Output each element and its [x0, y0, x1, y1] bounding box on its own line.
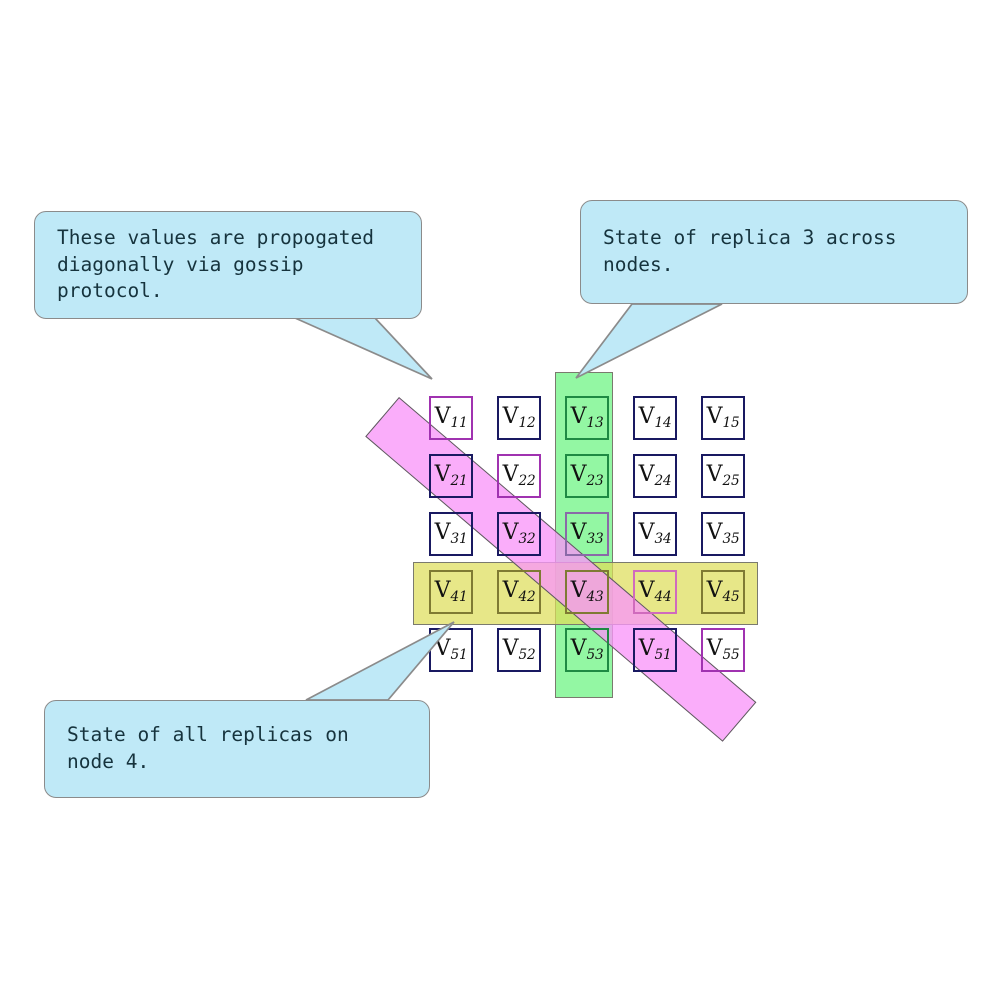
- cell-subscript: 43: [586, 588, 604, 605]
- cell-label: V51: [434, 635, 468, 663]
- cell-label: V21: [434, 461, 468, 489]
- cell-subscript: 51: [654, 646, 672, 663]
- cell-subscript: 23: [586, 472, 604, 489]
- cell-background: [633, 512, 677, 556]
- grid-cell-33[interactable]: V33: [565, 512, 609, 556]
- cell-background: [701, 512, 745, 556]
- grid-cell-52[interactable]: V52: [497, 628, 541, 672]
- cell-subscript: 52: [518, 646, 536, 663]
- cell-subscript: 44: [654, 588, 672, 605]
- cell-label: V53: [570, 635, 604, 663]
- grid-cell-13[interactable]: V13: [565, 396, 609, 440]
- cell-subscript: 51: [450, 646, 468, 663]
- cell-subscript: 14: [654, 414, 672, 431]
- cell-label: V42: [502, 577, 536, 605]
- cell-background: [497, 628, 541, 672]
- cell-subscript: 42: [518, 588, 536, 605]
- grid-cell-14[interactable]: V14: [633, 396, 677, 440]
- cell-subscript: 45: [722, 588, 740, 605]
- node-callout: State of all replicas on node 4.: [44, 700, 430, 798]
- grid-cell-21[interactable]: V21: [429, 454, 473, 498]
- grid-cell-43[interactable]: V43: [565, 570, 609, 614]
- cell-subscript: 53: [586, 646, 604, 663]
- cell-label: V51: [638, 635, 672, 663]
- cell-subscript: 13: [586, 414, 604, 431]
- grid-cell-41[interactable]: V41: [429, 570, 473, 614]
- cell-label: V15: [706, 403, 740, 431]
- grid-cell-42[interactable]: V42: [497, 570, 541, 614]
- cell-label: V25: [706, 461, 740, 489]
- cell-background: [633, 396, 677, 440]
- cell-background: [497, 396, 541, 440]
- cell-subscript: 22: [518, 472, 536, 489]
- grid-cell-23[interactable]: V23: [565, 454, 609, 498]
- grid-cell-25[interactable]: V25: [701, 454, 745, 498]
- cell-subscript: 31: [450, 530, 468, 547]
- node-callout-text: State of all replicas on node 4.: [67, 723, 349, 773]
- cell-background: [701, 396, 745, 440]
- cell-label: V41: [434, 577, 468, 605]
- cell-label: V12: [502, 403, 536, 431]
- replica-callout-text: State of replica 3 across nodes.: [603, 226, 897, 276]
- cell-label: V13: [570, 403, 604, 431]
- grid-cell-24[interactable]: V24: [633, 454, 677, 498]
- cell-subscript: 24: [654, 472, 672, 489]
- cell-label: V22: [502, 461, 536, 489]
- cell-subscript: 41: [450, 588, 468, 605]
- cell-subscript: 12: [518, 414, 536, 431]
- cell-label: V33: [570, 519, 604, 547]
- cell-label: V35: [706, 519, 740, 547]
- cell-subscript: 15: [722, 414, 740, 431]
- grid-cell-51[interactable]: V51: [633, 628, 677, 672]
- cell-label: V14: [638, 403, 672, 431]
- gossip-callout: These values are propogated diagonally v…: [34, 211, 422, 319]
- cell-subscript: 33: [586, 530, 604, 547]
- grid-cell-22[interactable]: V22: [497, 454, 541, 498]
- cell-subscript: 34: [654, 530, 672, 547]
- cell-label: V45: [706, 577, 740, 605]
- cell-label: V11: [434, 403, 468, 431]
- cell-label: V24: [638, 461, 672, 489]
- cell-subscript: 55: [722, 646, 740, 663]
- grid-cell-12[interactable]: V12: [497, 396, 541, 440]
- cell-label: V34: [638, 519, 672, 547]
- cell-subscript: 35: [722, 530, 740, 547]
- cell-label: V23: [570, 461, 604, 489]
- cell-background: [701, 454, 745, 498]
- cell-subscript: 32: [518, 530, 536, 547]
- replica-callout: State of replica 3 across nodes.: [580, 200, 968, 304]
- grid-cell-15[interactable]: V15: [701, 396, 745, 440]
- grid-cell-53[interactable]: V53: [565, 628, 609, 672]
- grid-cell-35[interactable]: V35: [701, 512, 745, 556]
- cell-label: V31: [434, 519, 468, 547]
- grid-cell-34[interactable]: V34: [633, 512, 677, 556]
- cell-label: V43: [570, 577, 604, 605]
- cell-label: V44: [638, 577, 672, 605]
- cell-subscript: 25: [722, 472, 740, 489]
- cell-label: V52: [502, 635, 536, 663]
- cell-background: [633, 454, 677, 498]
- cell-label: V32: [502, 519, 536, 547]
- grid-cell-44[interactable]: V44: [633, 570, 677, 614]
- gossip-callout-text: These values are propogated diagonally v…: [57, 225, 374, 303]
- grid-cell-32[interactable]: V32: [497, 512, 541, 556]
- cell-label: V55: [706, 635, 740, 663]
- cell-subscript: 21: [450, 472, 468, 489]
- cell-subscript: 11: [450, 414, 468, 431]
- grid-cell-31[interactable]: V31: [429, 512, 473, 556]
- grid-cell-55[interactable]: V55: [701, 628, 745, 672]
- grid-cell-45[interactable]: V45: [701, 570, 745, 614]
- grid-cell-11[interactable]: V11: [429, 396, 473, 440]
